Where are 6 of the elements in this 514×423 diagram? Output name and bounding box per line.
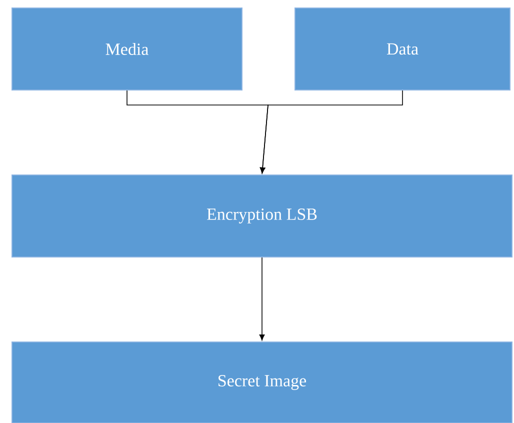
process-box: Data bbox=[294, 8, 510, 90]
process-box: Secret Image bbox=[12, 342, 512, 423]
process-box: Encryption LSB bbox=[12, 174, 512, 258]
arrow bbox=[259, 257, 265, 340]
arrow bbox=[260, 90, 403, 174]
process-box: Media bbox=[12, 8, 242, 90]
